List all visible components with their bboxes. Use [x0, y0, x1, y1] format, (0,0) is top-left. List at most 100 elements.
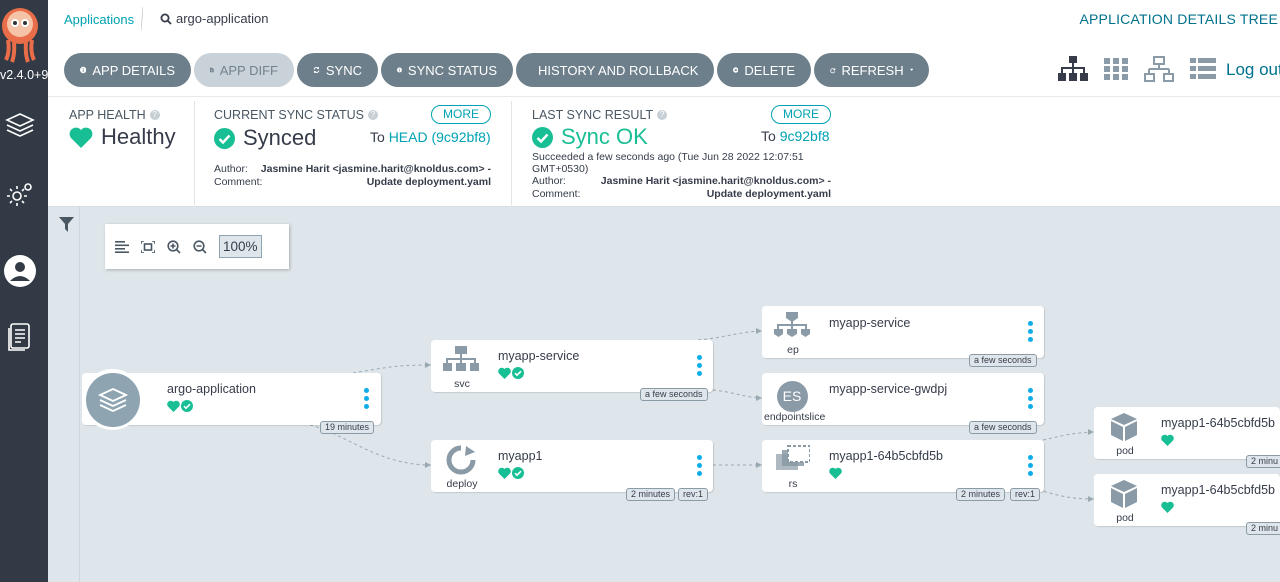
filter-panel-toggle[interactable]	[48, 207, 80, 582]
tree-node-pod[interactable]: pod myapp1-64b5cbfd5b	[1094, 474, 1280, 526]
node-status	[1161, 501, 1174, 513]
view-switcher	[1058, 56, 1216, 82]
node-kind: deploy	[446, 478, 478, 490]
action-toolbar: APP DETAILS APP DIFF SYNC SYNC STATUS HI…	[64, 53, 929, 87]
node-age-badge: 2 minutes	[956, 488, 1006, 501]
heart-icon	[69, 127, 93, 148]
argo-logo[interactable]	[0, 4, 44, 64]
edge-svc-es	[712, 389, 763, 399]
replicaset-icon	[770, 444, 814, 488]
heart-icon	[1161, 434, 1174, 446]
zoom-level[interactable]: 100%	[219, 235, 262, 258]
fit-to-screen-icon[interactable]	[141, 240, 155, 253]
filter-icon[interactable]	[59, 217, 74, 232]
arrow	[425, 362, 431, 368]
settings-icon[interactable]	[0, 177, 40, 213]
edge-rs-pod1	[1042, 431, 1095, 441]
refresh-icon	[830, 67, 836, 73]
help-icon[interactable]: ?	[657, 110, 668, 120]
sync-icon	[313, 67, 320, 73]
tree-node-endpoints[interactable]: ep myapp-service	[762, 306, 1044, 358]
zoom-out-icon[interactable]	[193, 239, 207, 254]
tree-node-pod[interactable]: pod myapp1-64b5cbfd5b	[1094, 407, 1280, 459]
node-kind: endpointslice	[764, 411, 826, 423]
tree-node-service[interactable]: svc myapp-service	[431, 340, 713, 392]
edge-svc-ep	[697, 330, 763, 341]
node-name: myapp-service	[829, 316, 911, 330]
node-menu-icon[interactable]	[1028, 455, 1036, 476]
node-name: myapp1-64b5cbfd5b	[1161, 483, 1275, 497]
application-icon	[82, 369, 143, 430]
logout-link[interactable]: Log out	[1226, 60, 1280, 79]
node-revision-badge: rev:1	[678, 488, 709, 501]
info-icon	[397, 67, 402, 73]
node-menu-icon[interactable]	[1028, 321, 1036, 342]
sync-button[interactable]: SYNC	[297, 53, 378, 87]
applications-icon[interactable]	[0, 107, 40, 143]
top-bar: Applications argo-application APPLICATIO…	[48, 0, 1280, 96]
app-diff-button[interactable]: APP DIFF	[194, 53, 294, 87]
caret-down-icon	[909, 68, 913, 71]
delete-icon	[733, 67, 739, 73]
succeeded-text-continued: GMT+0530)	[532, 163, 589, 175]
breadcrumb-applications-link[interactable]: Applications	[64, 12, 135, 27]
help-icon[interactable]: ?	[368, 110, 379, 120]
heart-icon	[829, 467, 842, 479]
help-icon[interactable]: ?	[149, 110, 160, 120]
last-sync-revision-link[interactable]: 9c92bf8	[779, 128, 830, 144]
docs-icon[interactable]	[0, 319, 40, 355]
node-menu-icon[interactable]	[364, 388, 372, 409]
zoom-in-icon[interactable]	[167, 239, 181, 254]
tree-node-deployment[interactable]: deploy myapp1	[431, 440, 713, 492]
last-sync-header: LAST SYNC RESULT ?	[532, 108, 668, 122]
heart-icon	[167, 400, 180, 412]
page-title: APPLICATION DETAILS TREE	[1079, 11, 1278, 27]
current-sync-header: CURRENT SYNC STATUS ?	[214, 108, 379, 122]
tree-view-icon[interactable]	[1058, 56, 1088, 82]
node-kind: rs	[788, 478, 798, 490]
succeeded-text: Succeeded a few seconds ago (Tue Jun 28 …	[532, 151, 804, 163]
arrow	[1088, 496, 1094, 502]
pod-icon	[1102, 478, 1146, 522]
node-revision-badge: rev:1	[1010, 488, 1041, 501]
user-icon[interactable]	[0, 253, 40, 289]
current-sync-revision-link[interactable]: HEAD (9c92bf8)	[388, 129, 491, 145]
node-status	[1161, 434, 1174, 446]
comment-value: Update deployment.yaml	[706, 188, 831, 200]
node-age-badge: 2 minu	[1246, 455, 1280, 468]
info-icon	[80, 66, 87, 74]
file-diff-icon	[210, 67, 214, 73]
app-health-value: Healthy	[69, 124, 176, 150]
heart-icon	[498, 367, 511, 379]
last-sync-more-button[interactable]: MORE	[771, 105, 831, 124]
tree-node-replicaset[interactable]: rs myapp1-64b5cbfd5b	[762, 440, 1044, 492]
node-menu-icon[interactable]	[1028, 388, 1036, 409]
node-kind: pod	[1116, 445, 1134, 457]
comment-label: Comment:	[532, 188, 581, 200]
tree-node-endpointslice[interactable]: ES endpointslice myapp-service-gwdpj	[762, 373, 1044, 425]
comment-value: Update deployment.yaml	[366, 176, 491, 188]
current-sync-more-button[interactable]: MORE	[431, 105, 491, 124]
network-view-icon[interactable]	[1144, 56, 1174, 82]
history-rollback-button[interactable]: HISTORY AND ROLLBACK	[516, 53, 714, 87]
sync-status-button[interactable]: SYNC STATUS	[381, 53, 513, 87]
pods-view-icon[interactable]	[1104, 58, 1128, 80]
app-health-section: APP HEALTH ? Healthy	[48, 97, 194, 205]
align-left-icon[interactable]	[115, 240, 129, 253]
node-menu-icon[interactable]	[697, 355, 705, 376]
delete-button[interactable]: DELETE	[717, 53, 811, 87]
node-menu-icon[interactable]	[697, 455, 705, 476]
zoom-toolbar: 100%	[105, 224, 289, 269]
refresh-button[interactable]: REFRESH	[814, 53, 929, 87]
sidebar: v2.4.0+9	[0, 0, 48, 582]
list-view-icon[interactable]	[1190, 58, 1216, 80]
check-circle-icon	[512, 467, 524, 479]
current-sync-value: Synced	[214, 125, 316, 151]
node-status	[829, 467, 842, 479]
status-panel: APP HEALTH ? Healthy CURRENT SYNC STATUS…	[48, 96, 1280, 207]
app-health-header: APP HEALTH ?	[69, 108, 160, 122]
app-details-button[interactable]: APP DETAILS	[64, 53, 191, 87]
check-circle-icon	[512, 367, 524, 379]
service-icon	[439, 344, 483, 388]
search-icon	[160, 13, 172, 25]
